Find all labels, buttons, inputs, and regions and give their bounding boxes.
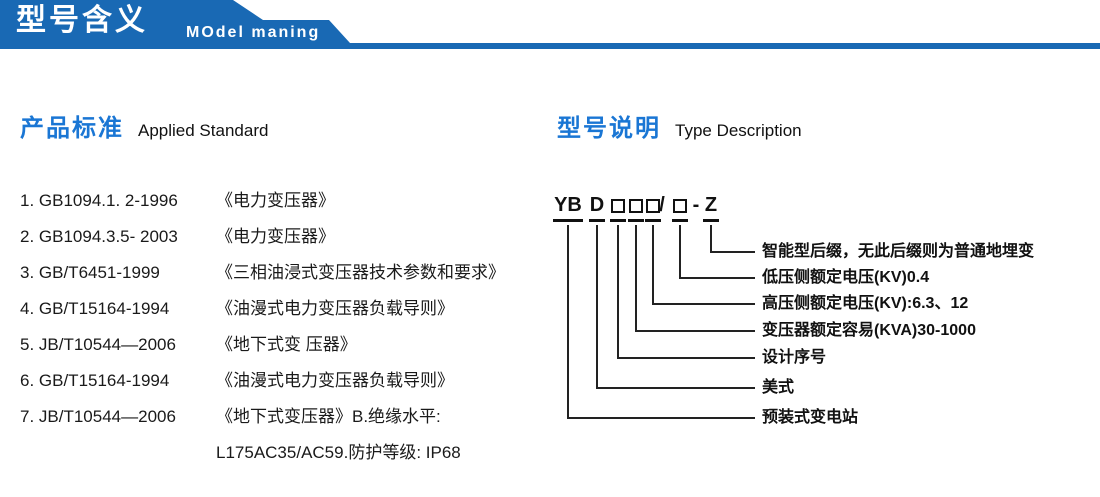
standard-item: 7. JB/T10544—2006 《地下式变压器》B.绝缘水平: bbox=[20, 406, 550, 442]
connector-line-vertical bbox=[617, 225, 619, 359]
standard-name: 《地下式变 压器》 bbox=[216, 335, 357, 354]
model-code-box bbox=[645, 193, 661, 223]
connector-line-vertical bbox=[567, 225, 569, 419]
standard-name: 《电力变压器》 bbox=[216, 227, 335, 246]
model-title-cn: 型号说明 bbox=[557, 115, 661, 142]
code-placeholder-box bbox=[646, 199, 660, 213]
code-underline bbox=[672, 219, 688, 222]
connector-line-horizontal bbox=[617, 357, 755, 359]
connector-line-horizontal bbox=[596, 387, 755, 389]
model-label: 美式 bbox=[762, 379, 795, 396]
standard-item-continuation: L175AC35/AC59.防护等级: IP68 bbox=[20, 442, 550, 478]
standards-list: 1. GB1094.1. 2-1996 《电力变压器》 2. GB1094.3.… bbox=[20, 190, 550, 478]
model-label: 设计序号 bbox=[762, 349, 827, 366]
model-code-box bbox=[672, 193, 688, 223]
standard-code: 4. GB/T15164-1994 bbox=[20, 299, 170, 318]
standard-code: 6. GB/T15164-1994 bbox=[20, 371, 170, 390]
model-code-box bbox=[610, 193, 626, 223]
standard-item: 5. JB/T10544—2006 《地下式变 压器》 bbox=[20, 334, 550, 370]
model-code-char: YB bbox=[553, 193, 583, 223]
standard-item: 3. GB/T6451-1999 《三相油浸式变压器技术参数和要求》 bbox=[20, 262, 550, 298]
page-title: 型号含义 bbox=[16, 4, 148, 37]
code-placeholder-box bbox=[629, 199, 643, 213]
code-placeholder-box bbox=[673, 199, 687, 213]
model-code-char: Z bbox=[703, 193, 719, 223]
standard-code: 1. GB1094.1. 2-1996 bbox=[20, 191, 178, 210]
code-underline bbox=[610, 219, 626, 222]
model-label: 变压器额定容易(KVA)30-1000 bbox=[762, 322, 976, 339]
standard-name: 《三相油浸式变压器技术参数和要求》 bbox=[216, 263, 505, 282]
model-title-en: Type Description bbox=[675, 121, 802, 140]
connector-line-vertical bbox=[679, 225, 681, 279]
connector-line-horizontal bbox=[679, 277, 755, 279]
model-section-title: 型号说明 Type Description bbox=[557, 108, 802, 143]
model-code-box bbox=[628, 193, 644, 223]
connector-line-horizontal bbox=[567, 417, 755, 419]
connector-line-vertical bbox=[710, 225, 712, 253]
model-label: 预装式变电站 bbox=[762, 409, 859, 426]
standards-title-en: Applied Standard bbox=[138, 121, 269, 140]
model-code-char: D bbox=[589, 193, 605, 223]
connector-line-vertical bbox=[652, 225, 654, 305]
code-underline bbox=[645, 219, 661, 222]
standards-title-cn: 产品标准 bbox=[20, 115, 124, 142]
standard-name: 《油漫式电力变压器负载导则》 bbox=[216, 299, 454, 318]
standard-continuation: L175AC35/AC59.防护等级: IP68 bbox=[216, 443, 461, 462]
connector-line-horizontal bbox=[710, 251, 755, 253]
standard-item: 6. GB/T15164-1994 《油漫式电力变压器负载导则》 bbox=[20, 370, 550, 406]
standard-name: 《油漫式电力变压器负载导则》 bbox=[216, 371, 454, 390]
model-label: 低压侧额定电压(KV)0.4 bbox=[762, 269, 930, 286]
standard-code: 7. JB/T10544—2006 bbox=[20, 407, 176, 426]
standard-code: 2. GB1094.3.5- 2003 bbox=[20, 227, 178, 246]
connector-line-vertical bbox=[635, 225, 637, 332]
standard-code: 5. JB/T10544—2006 bbox=[20, 335, 176, 354]
standard-code-empty bbox=[20, 442, 216, 478]
standard-item: 1. GB1094.1. 2-1996 《电力变压器》 bbox=[20, 190, 550, 226]
connector-line-horizontal bbox=[652, 303, 755, 305]
standard-name: 《电力变压器》 bbox=[216, 191, 335, 210]
code-underline bbox=[703, 219, 719, 222]
standards-section-title: 产品标准 Applied Standard bbox=[20, 108, 268, 143]
standard-item: 4. GB/T15164-1994 《油漫式电力变压器负载导则》 bbox=[20, 298, 550, 334]
code-underline bbox=[628, 219, 644, 222]
connector-line-vertical bbox=[596, 225, 598, 389]
code-underline bbox=[589, 219, 605, 222]
page-subtitle: MOdel maning bbox=[186, 24, 321, 41]
standard-code: 3. GB/T6451-1999 bbox=[20, 263, 160, 282]
banner-shape bbox=[0, 0, 1100, 49]
code-underline bbox=[553, 219, 583, 222]
standard-item: 2. GB1094.3.5- 2003 《电力变压器》 bbox=[20, 226, 550, 262]
connector-line-horizontal bbox=[635, 330, 755, 332]
model-code-char: / bbox=[659, 194, 665, 216]
code-placeholder-box bbox=[611, 199, 625, 213]
model-label: 高压侧额定电压(KV):6.3、12 bbox=[762, 295, 969, 312]
model-label: 智能型后缀，无此后缀则为普通地埋变 bbox=[762, 243, 1035, 260]
standard-name: 《地下式变压器》B.绝缘水平: bbox=[216, 407, 441, 426]
model-code-char: - bbox=[692, 194, 700, 216]
